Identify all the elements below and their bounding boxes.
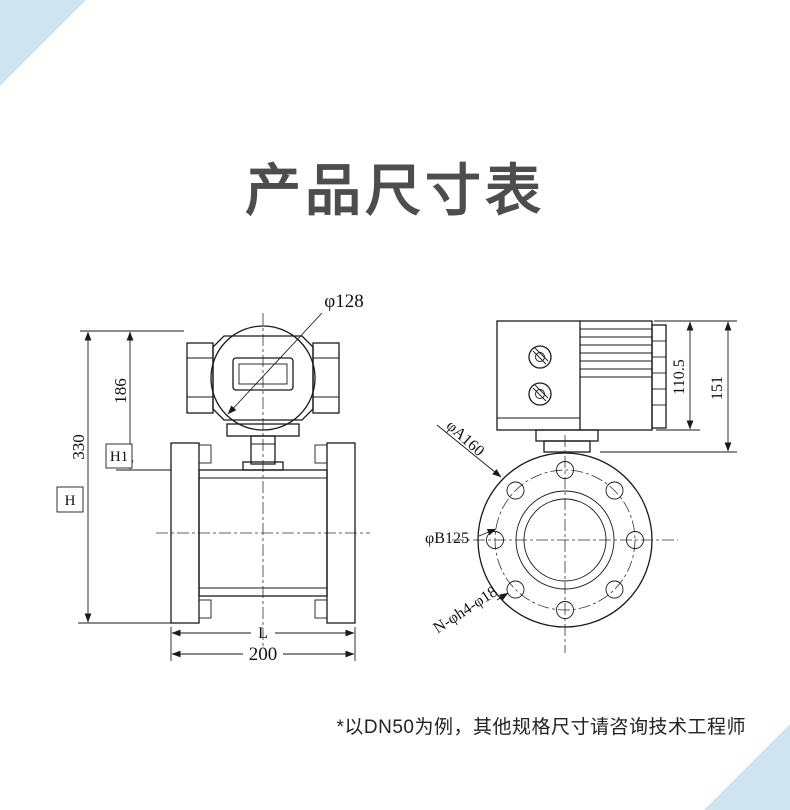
transmitter-head bbox=[186, 325, 340, 431]
end-view: 110.5 151 φA160 φB125 N-φh4-φ18 bbox=[425, 320, 737, 653]
dim-length-label: L bbox=[258, 625, 268, 642]
flange-end-view bbox=[452, 435, 678, 653]
dim-total-height: 151 bbox=[709, 376, 726, 400]
end-dimensions: 110.5 151 φA160 φB125 N-φh4-φ18 bbox=[425, 320, 737, 637]
h1-label-box bbox=[105, 443, 133, 469]
dim-h1-label: H1 bbox=[110, 449, 128, 465]
bolt-circle bbox=[494, 469, 636, 611]
dim-h-label: H bbox=[65, 493, 76, 509]
front-view: φ128 186 H1 330 H L 200 bbox=[56, 291, 370, 665]
footnote: *以DN50为例，其他规格尺寸请咨询技术工程师 bbox=[336, 717, 746, 738]
dim-h1-value: 186 bbox=[111, 378, 130, 404]
converter-housing bbox=[496, 320, 667, 453]
cable-gland-top bbox=[528, 345, 552, 369]
bore-circle bbox=[523, 498, 607, 582]
pipe-body bbox=[170, 442, 356, 624]
label-bolt-holes: N-φh4-φ18 bbox=[430, 583, 500, 637]
page-title: 产品尺寸表 bbox=[245, 159, 545, 222]
dim-upper-height: 110.5 bbox=[671, 359, 688, 394]
front-dimensions: φ128 186 H1 330 H L 200 bbox=[56, 291, 364, 665]
dim-top-diameter: φ128 bbox=[324, 291, 363, 312]
dim-length-value: 200 bbox=[249, 644, 278, 665]
label-bolt-circle: φB125 bbox=[425, 530, 469, 547]
measuring-tube bbox=[198, 469, 328, 597]
display-window bbox=[232, 357, 294, 391]
h-label-box bbox=[56, 486, 84, 513]
label-outer-diameter: φA160 bbox=[443, 417, 488, 460]
dim-h-value: 330 bbox=[69, 434, 88, 460]
flange-outer-circle bbox=[477, 452, 653, 628]
cable-gland-bottom bbox=[528, 382, 552, 406]
